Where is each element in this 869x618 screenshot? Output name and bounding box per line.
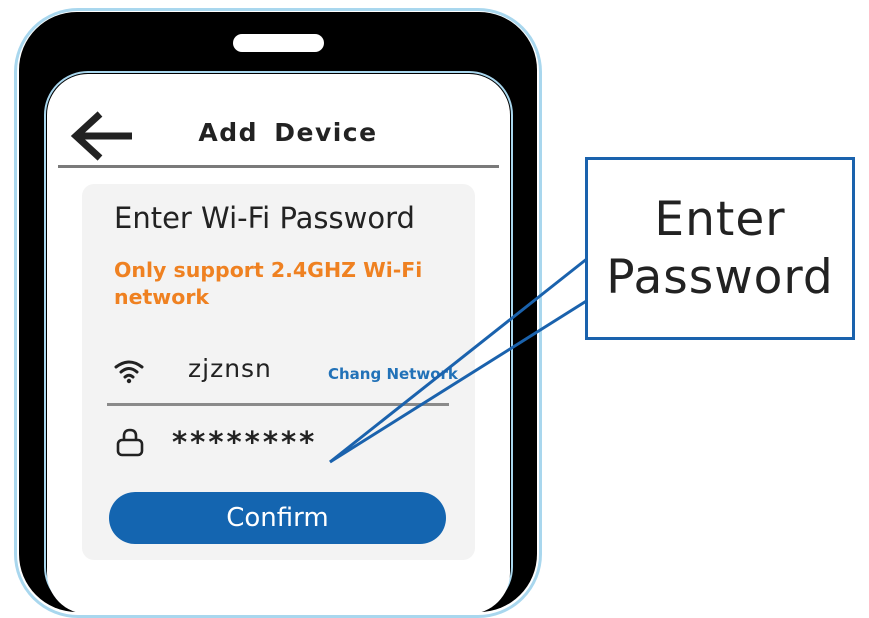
phone-speaker bbox=[233, 34, 324, 52]
callout-line-2: Password bbox=[606, 249, 834, 305]
wifi-ssid: zjznsn bbox=[188, 354, 272, 383]
password-field[interactable]: ******** bbox=[172, 425, 318, 459]
frequency-warning: Only support 2.4GHZ Wi-Fi network bbox=[114, 258, 423, 309]
callout-line-1: Enter bbox=[654, 191, 786, 247]
callout-pointer bbox=[329, 256, 589, 464]
ssid-divider bbox=[107, 403, 449, 406]
lock-icon bbox=[116, 428, 144, 457]
callout-box: Enter Password bbox=[585, 157, 855, 340]
page-title: Add Device bbox=[198, 118, 378, 147]
confirm-button[interactable]: Confirm bbox=[109, 492, 446, 544]
card-heading: Enter Wi-Fi Password bbox=[114, 201, 415, 235]
back-arrow-icon[interactable] bbox=[70, 110, 134, 162]
header-divider bbox=[58, 165, 499, 168]
wifi-icon bbox=[114, 360, 144, 384]
change-network-link[interactable]: Chang Network bbox=[328, 365, 458, 383]
